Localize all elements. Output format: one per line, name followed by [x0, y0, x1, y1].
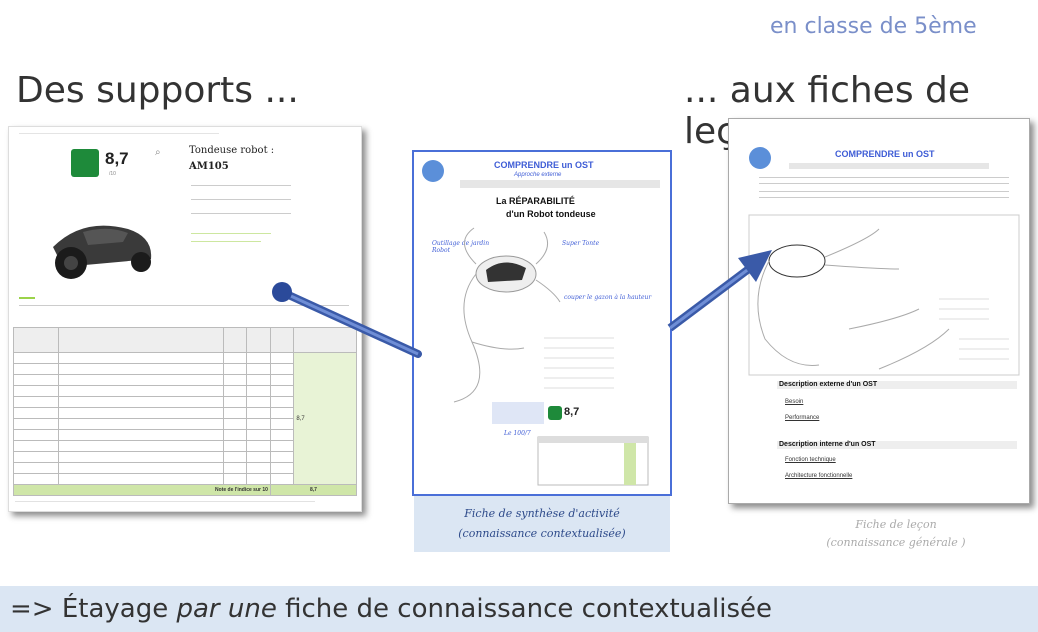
arrow-head — [738, 250, 772, 282]
activity-caption-line1: Fiche de synthèse d'activité — [464, 507, 620, 520]
activity-header: COMPRENDRE un OST — [494, 160, 594, 170]
lesson-caption-line1: Fiche de leçon — [855, 518, 937, 531]
lesson-bullet-performance: Performance — [785, 415, 820, 421]
lesson-caption-line2: (connaissance générale ) — [826, 536, 966, 549]
lesson-bullet-architecture: Architecture fonctionnelle — [785, 473, 853, 479]
product-model: AM105 — [189, 161, 229, 172]
lesson-mind-map — [748, 214, 1020, 376]
score-unit: /10 — [109, 171, 116, 177]
lesson-bullet-need: Besoin — [785, 399, 804, 405]
activity-synthesis-sheet: COMPRENDRE un OST Approche externe La RÉ… — [412, 150, 672, 496]
conclusion-suffix: fiche de connaissance contextualisée — [276, 594, 773, 624]
lesson-sheet: COMPRENDRE un OST Description externe d'… — [728, 118, 1030, 504]
lesson-header: COMPRENDRE un OST — [835, 149, 935, 159]
activity-repairability-logo — [548, 406, 562, 420]
title-lesson-sheets: ... aux fiches de leçon — [684, 70, 971, 152]
activity-title-1: La RÉPARABILITÉ — [496, 196, 575, 206]
hw-function: couper le gazon à la hauteur — [564, 294, 652, 301]
lesson-section-external: Description externe d'un OST — [779, 381, 878, 388]
hw-index: Le 100/7 — [504, 430, 531, 437]
lesson-logo-icon — [749, 147, 771, 169]
repairability-score: 8,7 — [105, 149, 129, 168]
conclusion-band — [0, 586, 1038, 632]
hw-name: Super Tonte — [562, 240, 600, 247]
activity-caption-box: Fiche de synthèse d'activité (connaissan… — [414, 496, 670, 552]
total-value: 8,7 — [309, 487, 317, 493]
product-title: Tondeuse robot : — [189, 145, 275, 156]
mind-map — [453, 227, 649, 486]
table-side-score: 8,7 — [296, 415, 305, 422]
repairability-table: 8,7 Note de l'indice sur 10 8,7 — [13, 327, 358, 496]
arrow-start-dot — [272, 282, 292, 302]
total-label: Note de l'indice sur 10 — [215, 487, 268, 493]
lesson-bullet-technical-function: Fonction technique — [785, 457, 836, 463]
conclusion-prefix: => Étayage — [10, 594, 177, 624]
support-document: 8,7 /10 ⌕ Tondeuse robot : AM105 8,7 Not… — [8, 126, 362, 512]
lesson-caption: Fiche de leçon (connaissance générale ) — [826, 516, 966, 552]
activity-caption-line2: (connaissance contextualisée) — [458, 527, 626, 540]
activity-score: 8,7 — [564, 406, 580, 418]
activity-title-2: d'un Robot tondeuse — [506, 209, 596, 219]
class-level-note: en classe de 5ème — [770, 14, 977, 39]
ost-logo-icon — [422, 160, 444, 182]
search-icon: ⌕ — [155, 147, 161, 158]
repairability-logo — [71, 149, 99, 177]
conclusion-text: => Étayage par une fiche de connaissance… — [10, 594, 772, 624]
title-supports: Des supports ... — [16, 70, 299, 111]
robot-mower-image — [53, 225, 152, 279]
hw-category: Outillage de jardin Robot — [432, 240, 490, 254]
activity-subheader: Approche externe — [514, 172, 562, 178]
conclusion-emphasis: par une — [176, 594, 277, 624]
lesson-section-internal: Description interne d'un OST — [779, 441, 876, 448]
